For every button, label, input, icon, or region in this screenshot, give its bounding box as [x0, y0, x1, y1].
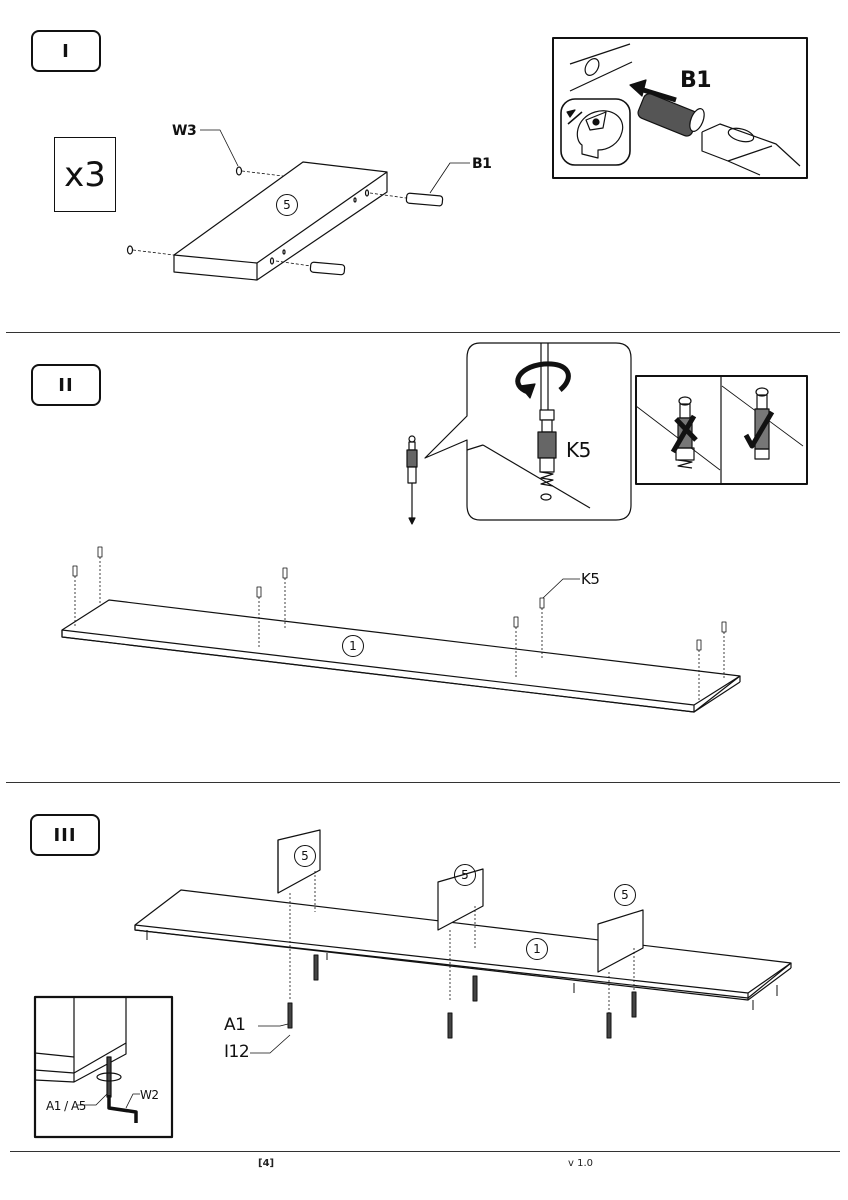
callout-w3: W3 [172, 123, 197, 139]
part-number-5-b: 5 [454, 864, 476, 886]
footer-divider [10, 1151, 840, 1152]
adjustable-feet-a1 [146, 930, 778, 1039]
callout-a1: A1 [224, 1015, 246, 1035]
detail-label-k5: K5 [566, 438, 591, 462]
quantity-label: x3 [64, 154, 106, 195]
step-2-badge: II [31, 364, 101, 406]
section-divider-1 [6, 332, 840, 333]
cam-bolt-set [72, 546, 727, 700]
board-part-5-step1 [173, 161, 388, 281]
step-3-badge: III [30, 814, 100, 856]
page-number: [4] [258, 1158, 275, 1169]
cam-bolt-small-icon [406, 435, 418, 525]
dowel-b1-icon [275, 162, 470, 276]
part-number-5-a: 5 [294, 845, 316, 867]
part-number-5: 5 [276, 194, 298, 216]
callout-k5: K5 [581, 570, 600, 588]
dowel-detail-panel [552, 37, 808, 179]
version-label: v 1.0 [568, 1158, 593, 1169]
board-part-1-step3 [134, 889, 792, 1001]
cam-bolt-detail-bubble [424, 342, 632, 521]
cross-mark-icon [670, 414, 698, 454]
callout-b1: B1 [472, 156, 492, 172]
step-1-badge: I [31, 30, 101, 72]
board-part-1-step2 [61, 599, 741, 713]
foot-adjust-detail-panel [33, 995, 174, 1139]
safety-goggles-icon [560, 98, 631, 166]
check-mark-icon [743, 410, 775, 449]
callout-i12: I12 [224, 1042, 250, 1062]
step-2-number: II [58, 374, 74, 396]
rotate-arrow-icon [515, 361, 571, 399]
detail-label-w2: W2 [140, 1088, 159, 1102]
part-number-1-step3: 1 [526, 938, 548, 960]
step-1-number: I [62, 40, 70, 62]
cam-bolt-icon [537, 409, 557, 487]
step-3-number: III [53, 824, 77, 846]
allen-key-icon [107, 1095, 138, 1123]
adjustable-foot-icon [96, 1056, 122, 1098]
detail-label-a1-a5: A1 / A5 [46, 1099, 86, 1113]
part-number-5-c: 5 [614, 884, 636, 906]
part-number-1: 1 [342, 635, 364, 657]
w3-cap-icon [126, 129, 284, 256]
section-divider-2 [6, 782, 840, 783]
quantity-box: x3 [54, 137, 116, 212]
detail-label-b1: B1 [680, 68, 712, 93]
